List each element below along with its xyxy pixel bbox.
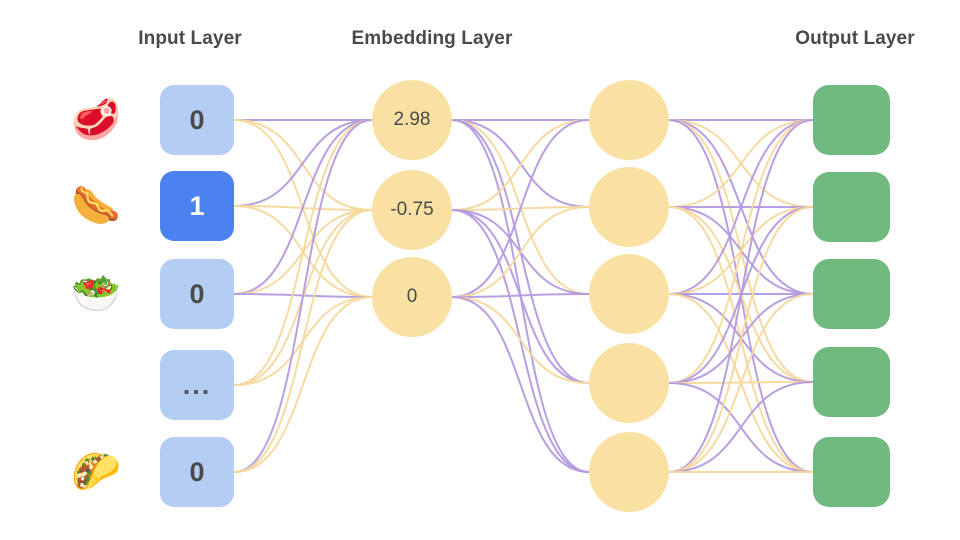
edge-input-to-embedding	[233, 119, 373, 207]
edge-input-to-embedding	[233, 119, 373, 295]
edge-hidden-to-output	[668, 119, 814, 295]
layer-title-0: Input Layer	[138, 28, 242, 49]
edge-hidden-to-output	[668, 293, 814, 473]
hidden-node-3[interactable]	[589, 343, 669, 423]
output-box-4[interactable]	[813, 437, 890, 507]
edge-hidden-to-output	[668, 119, 814, 208]
input-box-1[interactable]: 1	[160, 171, 234, 241]
edge-embedding-to-hidden	[451, 296, 590, 384]
edge-embedding-to-hidden	[451, 293, 590, 298]
embedding-node-2[interactable]: 0	[372, 257, 452, 337]
hidden-node-1[interactable]	[589, 167, 669, 247]
edge-input-to-embedding	[233, 209, 373, 473]
edge-input-to-embedding	[233, 119, 373, 211]
layer-title-1: Embedding Layer	[351, 28, 513, 49]
edge-input-to-embedding	[233, 119, 373, 473]
edge-embedding-to-hidden	[451, 206, 590, 298]
edge-embedding-to-hidden	[451, 119, 590, 211]
taco-icon: 🌮	[71, 450, 121, 494]
hidden-node-0[interactable]	[589, 80, 669, 160]
output-box-0[interactable]	[813, 85, 890, 155]
embedding-node-1[interactable]: -0.75	[372, 170, 452, 250]
edge-hidden-to-output	[668, 119, 814, 473]
input-box-3[interactable]: ...	[160, 350, 234, 420]
edge-embedding-to-hidden	[451, 296, 590, 473]
hot-dog-icon: 🌭	[71, 184, 121, 228]
edge-embedding-to-hidden	[451, 119, 590, 298]
edge-hidden-to-output	[668, 381, 814, 473]
output-box-3[interactable]	[813, 347, 890, 417]
input-box-4[interactable]: 0	[160, 437, 234, 507]
meat-bowl-icon: 🥩	[71, 98, 121, 142]
output-box-2[interactable]	[813, 259, 890, 329]
embedding-node-0[interactable]: 2.98	[372, 80, 452, 160]
edge-hidden-to-output	[668, 119, 814, 384]
input-box-2[interactable]: 0	[160, 259, 234, 329]
layer-title-2: Output Layer	[795, 28, 915, 49]
salad-bowl-icon: 🥗	[71, 272, 121, 316]
edge-input-to-embedding	[233, 296, 373, 473]
edge-hidden-to-output	[668, 206, 814, 473]
edge-input-to-embedding	[233, 119, 373, 386]
input-box-0[interactable]: 0	[160, 85, 234, 155]
hidden-node-4[interactable]	[589, 432, 669, 512]
hidden-node-2[interactable]	[589, 254, 669, 334]
output-box-1[interactable]	[813, 172, 890, 242]
